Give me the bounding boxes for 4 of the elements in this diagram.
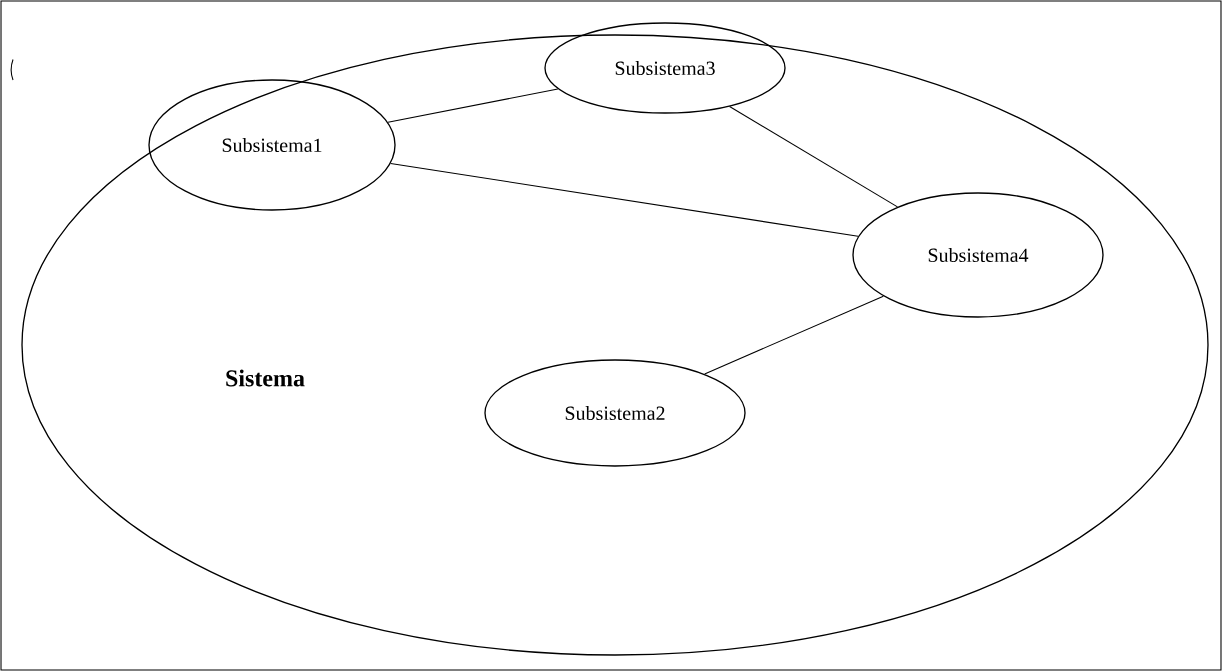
connector-line	[704, 295, 884, 375]
connector-line	[387, 88, 559, 123]
connector-line	[390, 162, 859, 237]
connector-line	[729, 106, 898, 208]
